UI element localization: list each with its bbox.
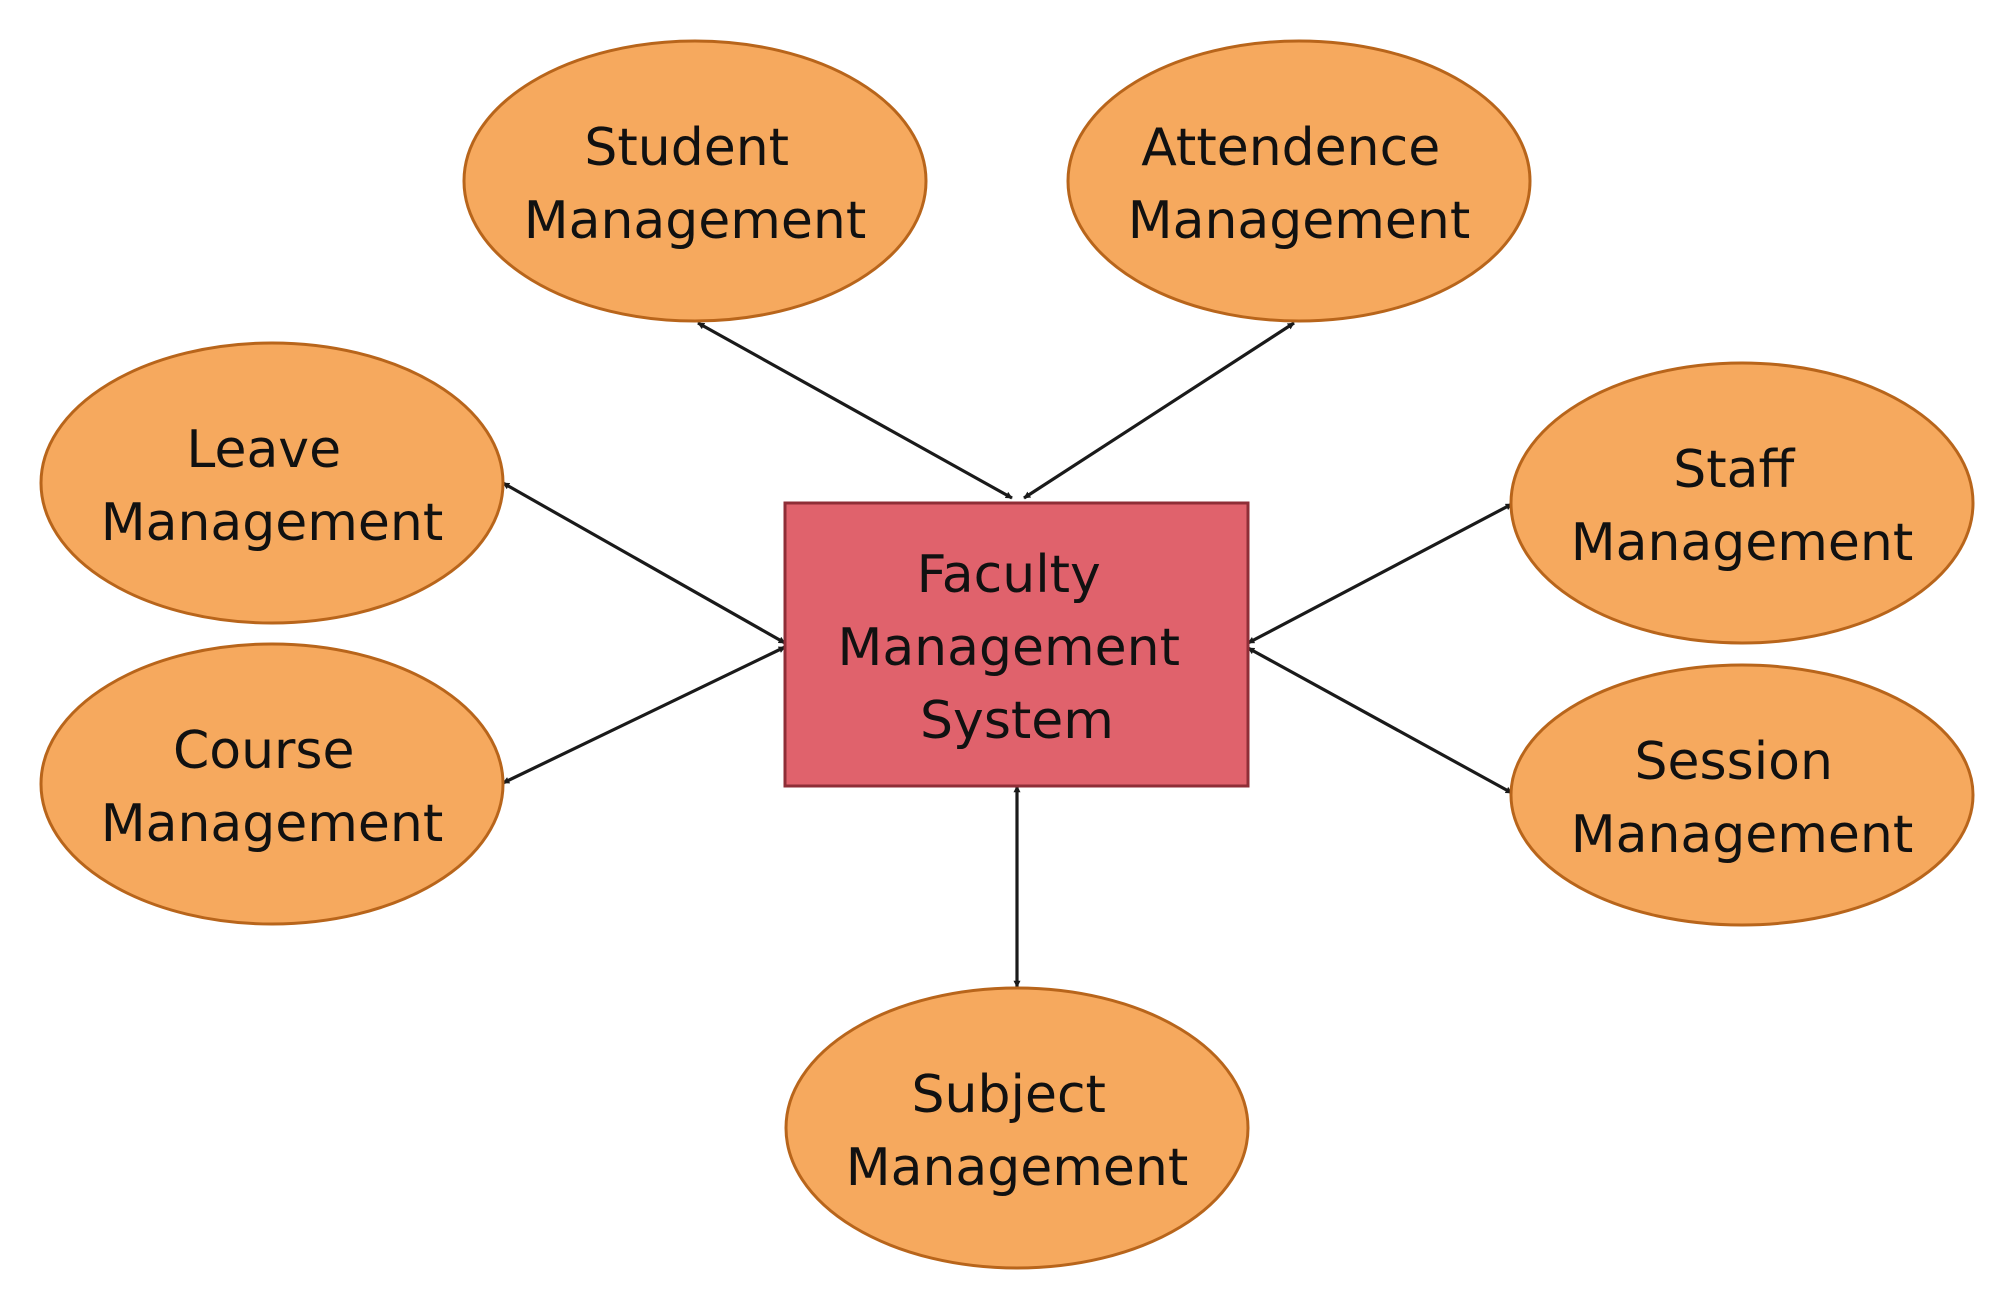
module-course-line-1: Course xyxy=(173,721,355,781)
connectors xyxy=(502,321,1513,988)
module-course-line-2: Management xyxy=(101,794,444,854)
connector-staff xyxy=(1247,502,1513,645)
module-student-line-1: Student xyxy=(584,118,789,178)
module-staff-shape xyxy=(1509,361,1975,645)
module-student-label: Student Management xyxy=(524,118,867,251)
module-student-shape xyxy=(462,39,928,323)
module-staff-label: Staff Management xyxy=(1571,440,1914,573)
module-subject-line-1: Subject xyxy=(912,1065,1106,1125)
center-label-line-3: System xyxy=(920,691,1114,751)
module-staff: Staff Management xyxy=(1509,361,1975,645)
module-subject-shape xyxy=(784,986,1250,1270)
module-subject: Subject Management xyxy=(784,986,1250,1270)
module-subject-line-2: Management xyxy=(846,1138,1189,1198)
module-student-line-2: Management xyxy=(524,191,867,251)
module-attendence-label: Attendence Management xyxy=(1128,118,1471,251)
module-session-line-2: Management xyxy=(1571,805,1914,865)
connector-student xyxy=(697,321,1013,500)
connector-course xyxy=(502,645,786,785)
connector-leave xyxy=(502,481,786,645)
module-staff-line-2: Management xyxy=(1571,513,1914,573)
module-attendence: Attendence Management xyxy=(1066,39,1532,323)
module-student: Student Management xyxy=(462,39,928,323)
module-session-line-1: Session xyxy=(1635,732,1833,792)
module-attendence-shape xyxy=(1066,39,1532,323)
module-attendence-line-2: Management xyxy=(1128,191,1471,251)
connector-session xyxy=(1247,646,1513,795)
module-leave-line-2: Management xyxy=(101,493,444,553)
module-leave: Leave Management xyxy=(39,341,505,625)
module-leave-line-1: Leave xyxy=(186,420,341,480)
module-attendence-line-1: Attendence xyxy=(1141,118,1440,178)
center-label-line-1: Faculty xyxy=(917,545,1101,605)
center-label: Faculty Management System xyxy=(837,545,1196,751)
module-leave-shape xyxy=(39,341,505,625)
module-course-shape xyxy=(39,642,505,926)
module-leave-label: Leave Management xyxy=(101,420,444,553)
module-session-label: Session Management xyxy=(1571,732,1914,865)
center-box xyxy=(783,501,1250,788)
center-node: Faculty Management System xyxy=(783,501,1250,788)
module-session: Session Management xyxy=(1509,663,1975,927)
center-label-line-2: Management xyxy=(837,618,1180,678)
module-staff-line-1: Staff xyxy=(1673,440,1795,500)
module-subject-label: Subject Management xyxy=(846,1065,1189,1198)
module-course-label: Course Management xyxy=(101,721,444,854)
connector-attendence xyxy=(1023,321,1295,500)
module-course: Course Management xyxy=(39,642,505,926)
module-session-shape xyxy=(1509,663,1975,927)
